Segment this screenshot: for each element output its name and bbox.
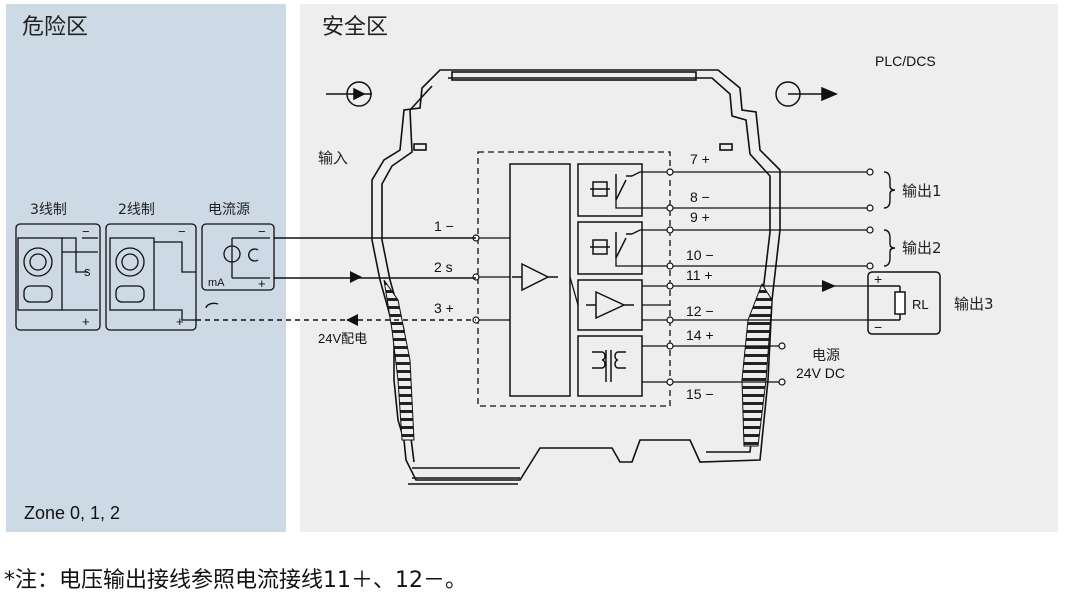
terminal-8-label: 8 − [690, 189, 710, 205]
current-source [201, 223, 275, 291]
left-hatch-band [383, 279, 415, 441]
footnote: *注：电压输出接线参照电流接线11＋、12－。 [4, 568, 467, 593]
terminal-12-label: 12 − [686, 303, 714, 319]
terminal-14-label: 14 + [686, 327, 714, 343]
output-arrow-icon [775, 81, 838, 107]
three-wire-minus: − [82, 224, 90, 239]
terminal-10-label: 10 − [686, 247, 714, 263]
terminal-15-label: 15 − [686, 386, 714, 402]
two-wire-transmitter [105, 223, 197, 331]
hazardous-zone [6, 4, 286, 532]
output-2-label: 输出2 [902, 239, 942, 257]
output-1-label: 输出1 [902, 182, 942, 200]
output-3-label: 输出3 [954, 295, 994, 313]
three-wire-plus: + [82, 314, 90, 329]
input-arrow-icon [326, 81, 372, 107]
load-resistor-box [867, 271, 941, 335]
current-source-plus: + [258, 276, 266, 291]
load-plus-sign: + [874, 271, 882, 287]
module-housing [371, 69, 781, 485]
terminal-3-label: 3 + [434, 300, 454, 316]
terminal-9-label: 9 + [690, 209, 710, 225]
output-2-brace [883, 229, 896, 267]
zone-label: Zone 0, 1, 2 [24, 503, 120, 523]
internal-input-wiring [476, 237, 670, 321]
terminal-2-label: 2 s [434, 259, 453, 275]
right-hatch-band [741, 282, 773, 447]
plc-dcs-label: PLC/DCS [875, 53, 936, 69]
terminal-1-label: 1 − [434, 218, 454, 234]
three-wire-label: 3线制 [30, 202, 67, 218]
terminal-dots [472, 168, 874, 386]
power-feed-label: 24V配电 [318, 331, 367, 346]
current-source-minus: − [258, 224, 266, 239]
load-rl-label: RL [912, 297, 929, 312]
safe-zone-title: 安全区 [322, 15, 388, 40]
two-wire-label: 2线制 [118, 202, 155, 218]
relay-1-block [577, 163, 643, 217]
safe-zone [300, 4, 1058, 532]
current-source-ma: mA [208, 277, 225, 289]
terminal-11-label: 11 + [686, 267, 713, 283]
two-wire-minus: − [178, 224, 186, 239]
output-3-arrow [822, 280, 836, 292]
input-amplifier-block [509, 163, 571, 397]
relay-2-block [577, 221, 643, 275]
signal-arrow [350, 271, 362, 283]
field-wiring [274, 237, 476, 279]
three-wire-transmitter [15, 223, 101, 331]
power-feed-line [196, 302, 476, 321]
load-minus-sign: − [874, 319, 882, 335]
output-1-brace [883, 171, 896, 209]
power-source-label: 电源 [812, 348, 840, 364]
power-transformer-block [577, 335, 643, 397]
terminal-7-label: 7 + [690, 151, 710, 167]
current-source-label: 电流源 [208, 202, 250, 218]
three-wire-s-label: s [84, 264, 91, 279]
two-wire-plus: + [176, 314, 184, 329]
input-label: 输入 [318, 149, 348, 167]
power-feed-arrow [346, 314, 358, 326]
power-24vdc-label: 24V DC [796, 365, 845, 381]
hazardous-zone-title: 危险区 [22, 15, 88, 40]
